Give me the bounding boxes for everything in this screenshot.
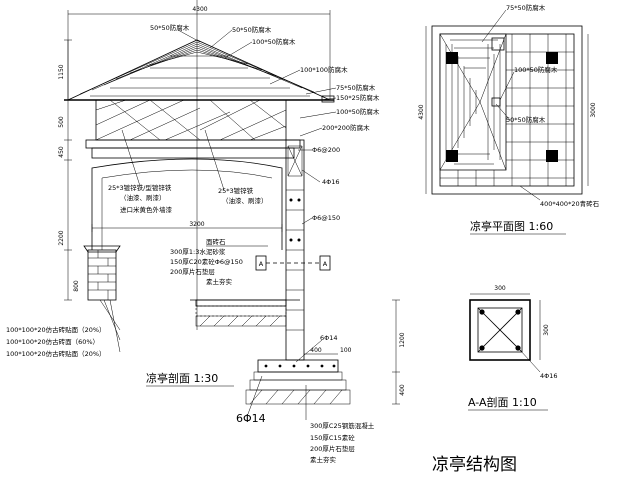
label-floor-4: 200厚片石垫层: [170, 267, 215, 276]
label-floor-2: 300厚1:3水泥砂浆: [170, 247, 226, 256]
section-view: 300 300 4Φ16 A-A剖面 1:10: [468, 285, 558, 411]
section-mark-left: A: [259, 260, 264, 268]
label-floor-5: 素土夯实: [206, 277, 233, 286]
label-rebar-mid: Φ6@150: [312, 214, 340, 222]
dim-800: 800: [73, 280, 80, 292]
section-label-rebar: 4Φ16: [540, 372, 558, 380]
label-steel-b-note: （油漆、刷漆）: [222, 196, 268, 205]
dim-400-vertical: 400: [399, 384, 406, 396]
label-beam-200x200: 200*200防腐木: [322, 123, 370, 132]
label-floor-3: 150厚C20素砼Φ6@150: [170, 257, 243, 266]
section-mark-right: A: [323, 260, 328, 268]
plan-label-low: 50*50防腐木: [506, 115, 546, 124]
label-purlin-75x50: 75*50防腐木: [336, 83, 376, 92]
label-bar-6d14: 6Φ14: [320, 334, 338, 342]
elevation-title: 凉亭剖面 1:30: [146, 371, 218, 385]
section-title: A-A剖面 1:10: [468, 395, 537, 409]
dim-1150: 1150: [58, 64, 65, 79]
label-fdn-4: 素土夯实: [310, 455, 337, 464]
label-bar-6d14-big: 6Φ14: [236, 412, 266, 425]
label-steel-a-note: （油漆、刷漆）: [120, 193, 166, 202]
dim-3200: 3200: [189, 221, 204, 228]
section-dim-top: 300: [494, 285, 506, 292]
label-eave-100x50: 100*50防腐木: [336, 107, 380, 116]
label-beam-100x100: 100*100防腐木: [300, 65, 348, 74]
dim-400: 400: [310, 347, 322, 354]
dim-500: 500: [58, 116, 65, 128]
label-roof-top-50x50: 50*50防腐木: [150, 23, 190, 32]
label-roof-100x50: 100*50防腐木: [252, 37, 296, 46]
label-leg-3: 100*100*20仿古砖贴面（20%）: [6, 349, 106, 358]
dim-100: 100: [340, 347, 352, 354]
label-fdn-3: 200厚片石垫层: [310, 444, 355, 453]
plan-dim-right: 3000: [590, 102, 597, 117]
plan-label-mid: 100*50防腐木: [514, 65, 558, 74]
label-floor-1: 面砖石: [206, 237, 226, 246]
dim-1200: 1200: [399, 332, 406, 347]
plan-view: 4300 3000 75*50防腐木 100*50防腐木 50*50防腐木 40…: [418, 3, 600, 235]
plan-title: 凉亭平面图 1:60: [470, 219, 553, 233]
plan-dim-left: 4300: [418, 104, 425, 119]
drawing-title: 凉亭结构图: [432, 455, 517, 475]
label-fdn-2: 150厚C15素砼: [310, 433, 355, 442]
section-dim-right: 300: [543, 324, 550, 336]
label-roof-50x50: 50*50防腐木: [232, 25, 272, 34]
elevation-view: 4300 1150 500 450 2200 800: [6, 0, 406, 464]
label-rebar-top: Φ6@200: [312, 146, 340, 154]
label-leg-1: 100*100*20仿古砖贴面（20%）: [6, 325, 106, 334]
dim-top-4300: 4300: [192, 6, 207, 13]
label-steel-b: 25*3镀锌铁: [218, 186, 254, 195]
plan-label-top: 75*50防腐木: [506, 3, 546, 12]
label-purlin-150x25: 150*25防腐木: [336, 93, 380, 102]
label-paint-note: 进口米黄色外墙漆: [120, 205, 173, 214]
label-fdn-1: 300厚C25钢筋混凝土: [310, 421, 375, 430]
dim-450: 450: [58, 146, 65, 158]
plan-label-paving: 400*400*20青砖石: [540, 199, 600, 208]
label-leg-2: 100*100*20仿古砖面（60%）: [6, 337, 99, 346]
label-rebar-4d16: 4Φ16: [322, 178, 340, 186]
label-steel-a: 25*3镀锌铁/型镀锌铁: [108, 183, 172, 192]
dim-2200: 2200: [58, 230, 65, 245]
